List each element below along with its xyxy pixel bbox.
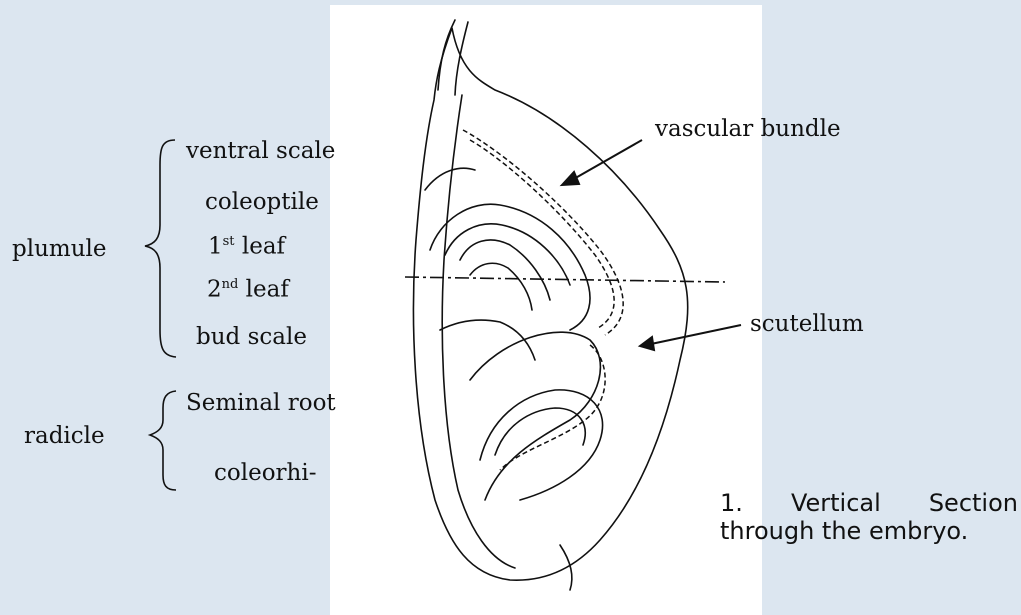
first-leaf-superscript: st	[223, 234, 235, 249]
second-leaf-label: 2nd leaf	[207, 278, 289, 302]
bud-scale-label: bud scale	[196, 326, 307, 349]
first-leaf-number: 1	[208, 234, 223, 260]
first-leaf-word: leaf	[235, 234, 286, 260]
caption-word-section: Section	[929, 489, 1018, 517]
coleorhiza-label: coleorhi-	[214, 462, 316, 485]
second-leaf-number: 2	[207, 277, 222, 303]
scutellum-label: scutellum	[750, 313, 864, 336]
scutellum-curve	[470, 332, 600, 500]
second-leaf-word: leaf	[238, 277, 289, 303]
first-leaf-label: 1st leaf	[208, 235, 285, 259]
vascular-bundle-label: vascular bundle	[655, 118, 841, 141]
second-leaf-superscript: nd	[222, 277, 239, 292]
radicle-label: radicle	[24, 425, 105, 448]
figure-caption: 1. Vertical Section through the embryo.	[720, 489, 1018, 545]
coleoptile-label: coleoptile	[205, 191, 319, 214]
leaf-2	[470, 263, 532, 310]
section-line	[405, 277, 725, 282]
embryo-outline	[413, 28, 687, 580]
scutellum-arrow	[651, 325, 741, 344]
vascular-bundle-arrowhead	[562, 172, 579, 185]
ventral-scale-label: ventral scale	[186, 140, 335, 163]
radicle-brace	[150, 391, 176, 490]
inner-outline	[442, 95, 515, 568]
caption-line-2: through the embryo.	[720, 517, 1018, 545]
radicle-inner	[495, 408, 585, 455]
caption-number: 1.	[720, 489, 743, 517]
bud-scale-line	[440, 320, 535, 360]
vascular-bundle-dashed-1	[463, 130, 623, 335]
plumule-brace	[145, 140, 176, 357]
plumule-label: plumule	[12, 238, 106, 261]
caption-line-1: 1. Vertical Section	[720, 489, 1018, 517]
vascular-bundle-arrow	[572, 140, 642, 180]
scutellum-arrowhead	[640, 337, 654, 350]
caption-word-vertical: Vertical	[791, 489, 881, 517]
seminal-root-label: Seminal root	[186, 392, 336, 415]
coleoptile-outer	[430, 204, 590, 330]
